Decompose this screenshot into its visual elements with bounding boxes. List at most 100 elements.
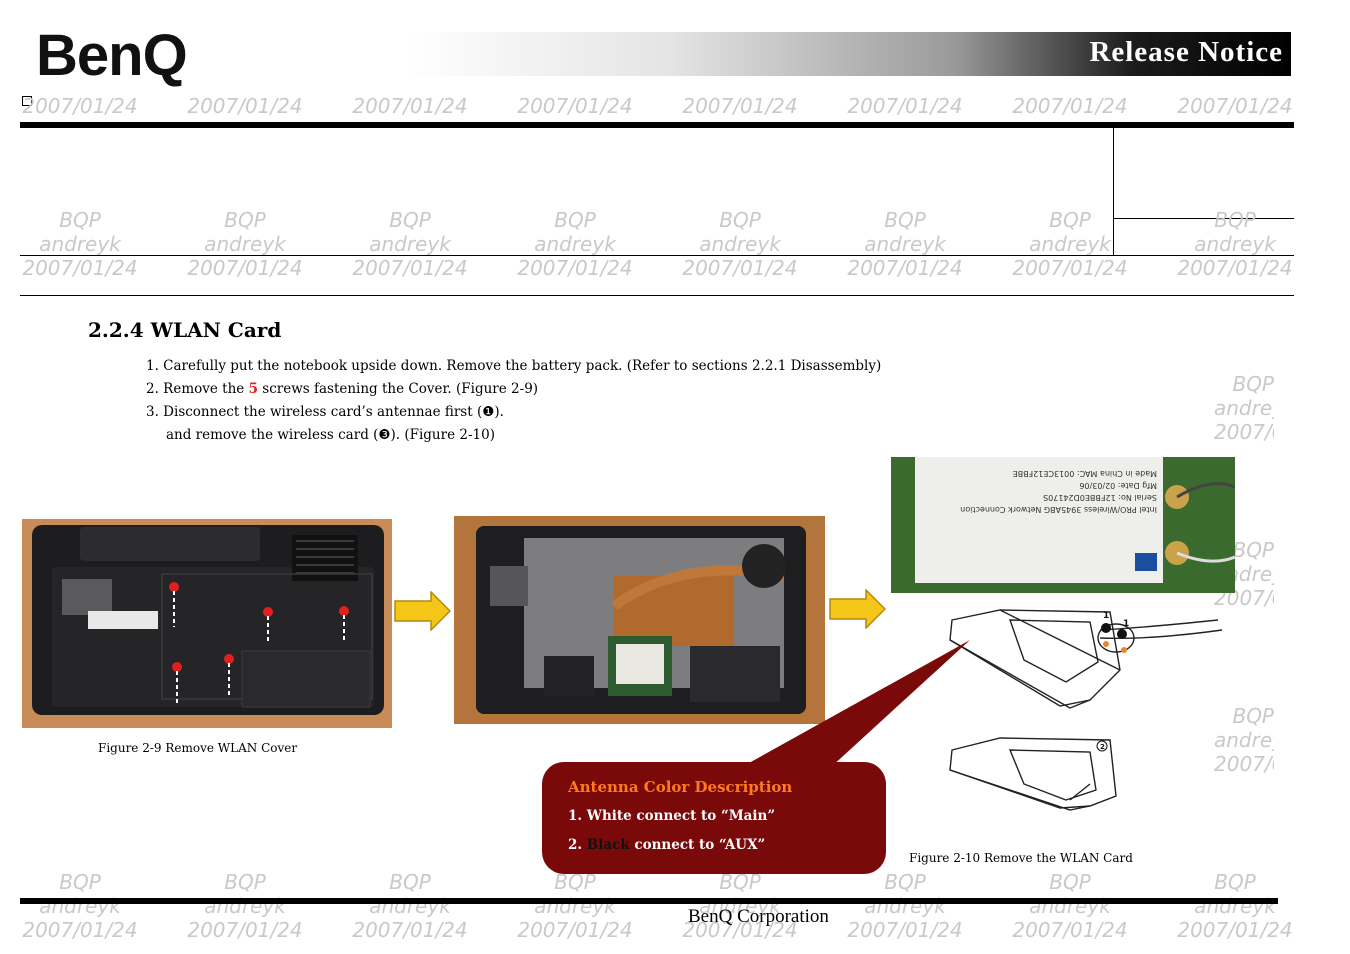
- figure-2-10-caption: Figure 2-10 Remove the WLAN Card: [909, 851, 1133, 865]
- benq-logo: BenQ: [36, 23, 188, 88]
- watermark-text: BQP: [224, 208, 266, 232]
- watermark-text: andreyk: [1214, 728, 1274, 752]
- callout-title: Antenna Color Description: [568, 778, 793, 796]
- watermark-text: 2007/01/24: [682, 918, 798, 942]
- watermark-text: BQP: [1214, 870, 1256, 894]
- watermark-text: BQP: [389, 208, 431, 232]
- watermark-text: andreyk: [699, 232, 781, 256]
- watermark-text: BQP: [719, 870, 761, 894]
- watermark-text: andreyk: [204, 232, 286, 256]
- watermark-text: BQP: [1214, 208, 1256, 232]
- watermark-text: BQP: [1049, 208, 1091, 232]
- watermark-text: 2007/01/24: [682, 256, 798, 280]
- step-2-text-a: 2. Remove the: [146, 381, 249, 397]
- callout-line-2-num: 2.: [568, 837, 587, 853]
- watermark-text: BQP: [1232, 704, 1274, 728]
- step-2: 2. Remove the 5 screws fastening the Cov…: [146, 379, 538, 399]
- watermark-text: andreyk: [534, 232, 616, 256]
- callout-line-2: 2. Black connect to “AUX”: [568, 837, 765, 853]
- watermark-text: BQP: [554, 208, 596, 232]
- figure-2-9-caption: Figure 2-9 Remove WLAN Cover: [98, 741, 298, 755]
- watermark-text: 2007/01/24: [22, 918, 138, 942]
- footer-corporation: BenQ Corporation: [688, 906, 829, 927]
- header-rule-mid: [20, 255, 1294, 256]
- card-label-line-1: Intel PRO/Wireless 3945ABG Network Conne…: [960, 505, 1157, 514]
- watermark-text: andreyk: [864, 232, 946, 256]
- callout-pointer: [740, 640, 970, 768]
- checkbox-bullet-icon: [22, 96, 32, 106]
- wlan-card-photo: Intel PRO/Wireless 3945ABG Network Conne…: [891, 457, 1235, 593]
- card-marker: 2: [1100, 743, 1105, 751]
- watermark-date: 2007/01/24: [187, 94, 303, 118]
- watermark-text: BQP: [884, 870, 926, 894]
- step-2-text-b: screws fastening the Cover. (Figure 2-9): [257, 381, 539, 397]
- banner-title: Release Notice: [1089, 36, 1283, 68]
- card-label-line-2: Serial No: 12FBBE0D24170S: [1043, 493, 1157, 502]
- watermark-date: 2007/01/24: [1177, 94, 1293, 118]
- release-notice-banner: Release Notice: [405, 32, 1291, 76]
- section-title: 2.2.4 WLAN Card: [88, 318, 282, 342]
- watermark-text: 2007/01/24: [187, 256, 303, 280]
- watermark-text: BQP: [719, 208, 761, 232]
- watermark-text: BQP: [1049, 870, 1091, 894]
- watermark-text: 2007/01/24: [352, 256, 468, 280]
- watermark-text: 2007/01/24: [1214, 752, 1274, 776]
- wlan-card-diagram: 1 1 2: [949, 609, 1223, 811]
- step-3-continued: and remove the wireless card (❸). (Figur…: [166, 427, 495, 443]
- arrow-right-icon: [829, 589, 886, 629]
- watermark-text: andreyk: [1029, 232, 1111, 256]
- watermark-text: andreyk: [39, 232, 121, 256]
- watermark-text: 2007/01/24: [517, 918, 633, 942]
- antenna-marker-2: 1: [1123, 619, 1129, 629]
- step-3: 3. Disconnect the wireless card’s antenn…: [146, 404, 504, 420]
- watermark-text: 2007/01/24: [352, 918, 468, 942]
- watermark-text: 2007/01/24: [1012, 256, 1128, 280]
- watermark-date: 2007/01/24: [682, 94, 798, 118]
- step-1: 1. Carefully put the notebook upside dow…: [146, 358, 882, 374]
- watermark-text: 2007/01/24: [517, 256, 633, 280]
- header-rule-inner: [1113, 218, 1294, 219]
- screw-markers: [169, 582, 349, 705]
- antenna-color-callout: Antenna Color Description 1. White conne…: [542, 762, 886, 874]
- watermark-date: 2007/01/24: [22, 94, 138, 118]
- laptop-bottom-photo: [22, 519, 392, 728]
- watermark-date: 2007/01/24: [517, 94, 633, 118]
- laptop-open-photo: [454, 516, 825, 724]
- header-rule-vertical: [1113, 128, 1114, 256]
- footer-rule: [20, 898, 1278, 904]
- callout-line-1: 1. White connect to “Main”: [568, 808, 776, 824]
- watermark-text: BQP: [884, 208, 926, 232]
- header-rule-thick: [20, 122, 1294, 128]
- watermark-text: BQP: [389, 870, 431, 894]
- watermark-text: 2007/01/24: [1214, 420, 1274, 444]
- antenna-marker-1: 1: [1103, 611, 1109, 621]
- watermark-text: BQP: [1232, 538, 1274, 562]
- watermark-date: 2007/01/24: [847, 94, 963, 118]
- callout-line-2-rest: connect to “AUX”: [629, 837, 766, 853]
- card-label-line-3: Mfg Date: 02/03/06: [1079, 481, 1157, 490]
- watermark-text: 2007/01/24: [1012, 918, 1128, 942]
- watermark-text: 2007/01/24: [847, 256, 963, 280]
- watermark-text: andreyk: [1194, 232, 1276, 256]
- watermark-text: andreyk: [1214, 396, 1274, 420]
- step-2-screw-count: 5: [248, 381, 258, 397]
- watermark-date: 2007/01/24: [1012, 94, 1128, 118]
- card-label-line-4: Made in China MAC: 0013CE12FBBE: [1012, 469, 1157, 478]
- watermark-text: 2007/01/24: [847, 918, 963, 942]
- watermark-text: andreyk: [369, 232, 451, 256]
- arrow-right-icon: [394, 591, 451, 631]
